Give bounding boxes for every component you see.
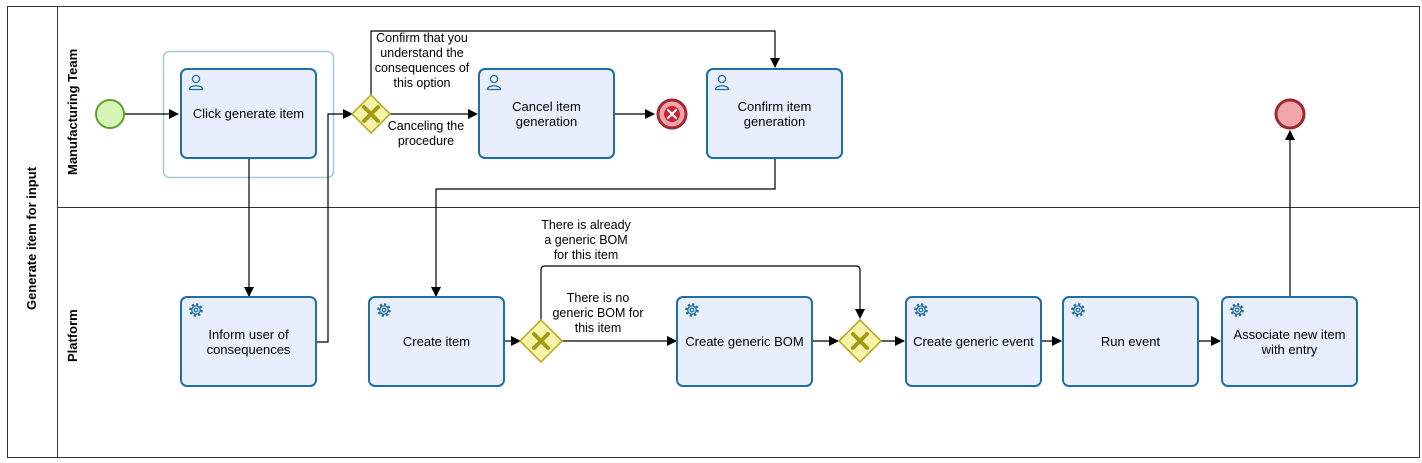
task-create-item[interactable]: Create item	[368, 296, 505, 387]
user-icon	[486, 74, 502, 91]
gear-icon	[377, 303, 391, 317]
task-label: Associate new item with entry	[1233, 326, 1346, 357]
gateway-confirm-or-cancel[interactable]	[350, 93, 392, 135]
user-icon	[188, 74, 204, 91]
gateway-merge[interactable]	[837, 318, 883, 364]
task-label: Run event	[1100, 334, 1161, 349]
task-create-generic-event[interactable]: Create generic event	[905, 296, 1042, 387]
lane-title-manufacturing: Manufacturing Team	[65, 48, 80, 175]
x-icon	[532, 332, 550, 350]
task-cancel-item-generation[interactable]: Cancel item generation	[478, 68, 615, 159]
flow-gateway1-to-confirm	[370, 30, 780, 95]
gear-icon	[685, 303, 699, 317]
flow-label-no-bom: There is no generic BOM for this item	[552, 291, 644, 335]
task-create-generic-bom[interactable]: Create generic BOM	[676, 296, 813, 387]
task-click-generate-item[interactable]: Click generate item	[180, 68, 317, 159]
pool-title: Generate item for input	[24, 166, 39, 310]
task-label: Create item	[402, 334, 471, 349]
task-run-event[interactable]: Run event	[1062, 296, 1199, 387]
flow-inform-to-gateway1	[317, 109, 353, 343]
gateway-bom-check[interactable]	[518, 318, 564, 364]
task-label: Cancel item generation	[512, 98, 581, 129]
flow-gateway2-to-merge	[540, 265, 865, 320]
task-label: Inform user of consequences	[206, 326, 291, 357]
lane-title-platform: Platform	[65, 309, 80, 362]
gear-icon	[1230, 303, 1244, 317]
flow-label-confirm: Confirm that you understand the conseque…	[374, 31, 470, 90]
task-label: Create generic BOM	[685, 334, 804, 349]
gear-icon	[189, 303, 203, 317]
end-event[interactable]	[1274, 98, 1306, 130]
x-icon	[851, 332, 869, 350]
error-end-event[interactable]	[656, 98, 688, 130]
gear-icon	[914, 303, 928, 317]
task-associate-new-item[interactable]: Associate new item with entry	[1221, 296, 1358, 387]
task-label: Create generic event	[913, 334, 1034, 349]
task-label: Click generate item	[192, 106, 305, 121]
flow-label-cancel: Canceling the procedure	[387, 119, 465, 148]
flow-confirm-to-create	[431, 159, 776, 297]
task-confirm-item-generation[interactable]: Confirm item generation	[706, 68, 843, 159]
task-inform-user[interactable]: Inform user of consequences	[180, 296, 317, 387]
start-event[interactable]	[95, 99, 125, 129]
gear-icon	[1071, 303, 1085, 317]
flow-label-already-bom: There is already a generic BOM for this …	[541, 218, 631, 262]
x-icon	[362, 105, 380, 123]
user-icon	[714, 74, 730, 91]
task-label: Confirm item generation	[737, 98, 812, 129]
